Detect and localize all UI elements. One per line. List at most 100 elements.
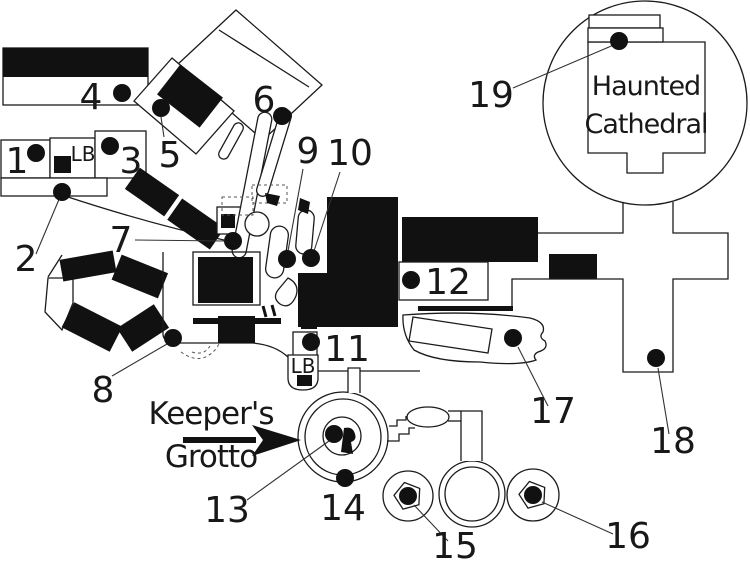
building-6-divider	[218, 29, 310, 88]
cathedral-assembly	[542, 0, 748, 206]
leader-line-13	[246, 440, 330, 501]
dashed-trail-2	[191, 345, 211, 354]
leader-lines-layer	[35, 43, 670, 542]
central-block-tab	[301, 321, 317, 329]
arrow-head	[252, 425, 301, 456]
marker-label-6: 6	[253, 80, 276, 121]
west-block-4	[116, 304, 170, 352]
well-center-inner	[444, 466, 500, 522]
grotto-north-corridor	[347, 367, 361, 393]
marker-label-9: 9	[297, 131, 320, 172]
marker-label-2: 2	[15, 239, 38, 280]
cathedral-step-1	[588, 14, 661, 29]
marker-dot-5	[152, 99, 170, 117]
grotto-inner-circle	[322, 416, 362, 456]
door-mark-2	[298, 198, 310, 214]
well-center-outer	[438, 460, 506, 528]
gate-tick-2	[270, 304, 277, 317]
leader-line-19	[512, 43, 617, 89]
central-buildings	[192, 197, 398, 343]
east-block	[549, 254, 597, 279]
leader-line-2	[35, 196, 61, 255]
wall-bar-17	[418, 306, 513, 311]
leader-line-5	[160, 116, 165, 138]
grotto-keyhole-icon	[341, 427, 356, 454]
marker-label-15: 15	[432, 526, 478, 567]
small-court-block	[221, 214, 235, 228]
marker-dot-12	[402, 271, 420, 289]
courtyard-passages	[221, 184, 315, 307]
cathedral-building	[587, 41, 706, 174]
sw-block-2	[218, 316, 255, 343]
leader-line-7	[134, 239, 225, 242]
blob-17-assembly	[402, 306, 547, 365]
building-3-outline	[94, 130, 147, 179]
central-block	[298, 197, 398, 327]
lb-1-label: LB	[71, 142, 96, 166]
cross-corridor	[511, 202, 729, 373]
passage-blob-2	[274, 277, 298, 307]
building-12-block	[402, 217, 538, 262]
marker-dot-1	[27, 144, 45, 162]
marker-label-3: 3	[120, 141, 143, 182]
leader-line-18	[657, 367, 670, 435]
marker-label-8: 8	[92, 370, 115, 411]
marker-dot-13	[325, 425, 343, 443]
marker-label-5: 5	[159, 135, 182, 176]
leader-line-8	[111, 343, 168, 377]
well-16-circle	[506, 468, 560, 522]
leader-line-17	[517, 346, 549, 407]
alley-strip-3	[218, 122, 244, 160]
door-mark-1	[265, 193, 280, 206]
marker-dot-14	[336, 469, 354, 487]
marker-label-19: 19	[468, 75, 514, 116]
dashed-plot-1	[251, 184, 288, 204]
diagonal-block-b	[167, 198, 225, 250]
marker-label-4: 4	[80, 77, 103, 118]
marker-label-18: 18	[650, 421, 696, 462]
marker-label-1: 1	[6, 141, 29, 182]
cave-oval	[406, 406, 450, 428]
marker-dot-16	[524, 486, 542, 504]
west-block-2	[111, 254, 169, 299]
marker-dot-11	[302, 333, 320, 351]
haunted-cathedral-label-line-1: Haunted	[592, 71, 700, 102]
lb-2-label: LB	[291, 354, 316, 378]
lb2-assembly	[287, 331, 420, 391]
sw-block	[198, 257, 253, 303]
keepers-grotto-label-line-2: Grotto	[165, 439, 257, 475]
keepers-grotto-label-line-1: Keeper's	[148, 396, 273, 432]
northwest-buildings	[0, 47, 225, 241]
gate-tick-1	[261, 305, 268, 318]
passage-blob-1	[244, 211, 270, 237]
marker-label-14: 14	[320, 488, 366, 529]
marker-dot-6	[273, 107, 291, 125]
building-4-block	[3, 48, 148, 77]
cathedral-grounds-circle	[542, 0, 748, 206]
marker-label-16: 16	[605, 516, 651, 557]
west-block-1	[59, 250, 117, 282]
leader-line-15	[413, 504, 449, 542]
marker-dot-19	[610, 32, 628, 50]
building-5-block	[157, 64, 223, 128]
lb-1-block	[54, 156, 71, 173]
marker-dot-7	[224, 232, 242, 250]
marker-label-17: 17	[530, 391, 576, 432]
marker-label-10: 10	[327, 133, 373, 174]
marker-label-11: 11	[324, 329, 370, 370]
steps-upper	[389, 416, 407, 427]
lb-2-block	[297, 375, 312, 386]
marker-dot-8	[164, 329, 182, 347]
passage-capsule-2	[295, 209, 315, 255]
haunted-cathedral-label-line-2: Cathedral	[585, 109, 708, 140]
keepers-grotto-arrow	[183, 425, 301, 456]
leader-line-9	[287, 168, 304, 252]
west-block-3	[61, 302, 123, 352]
marker-dot-15	[399, 487, 417, 505]
marker-dots-layer	[27, 32, 665, 505]
marker-label-7: 7	[110, 220, 133, 261]
